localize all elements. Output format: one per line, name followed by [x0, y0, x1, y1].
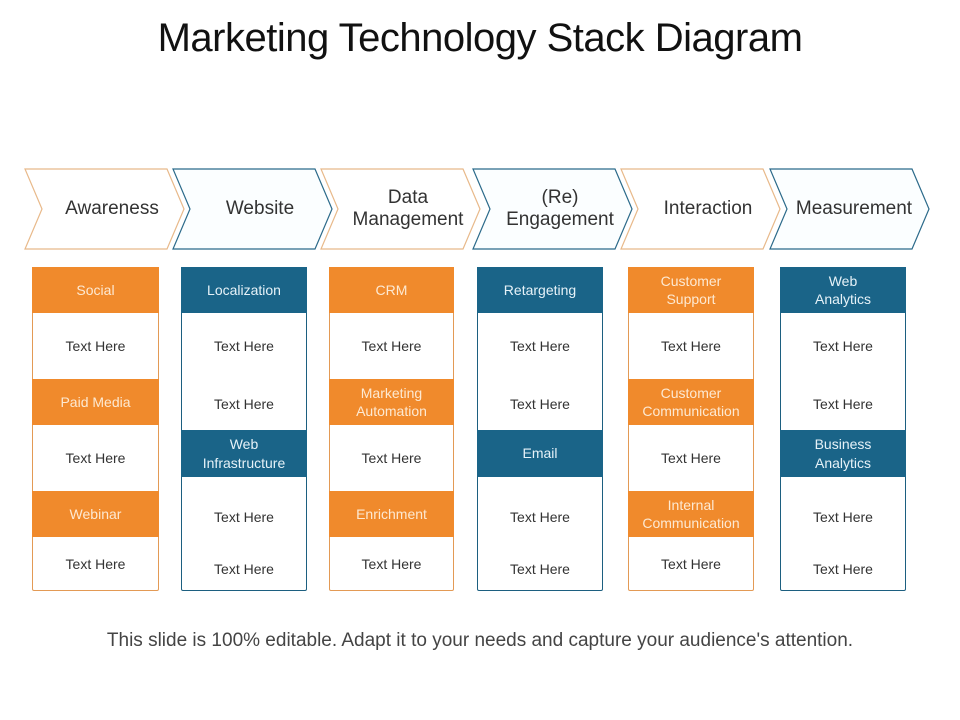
category-header: Business Analytics — [780, 430, 906, 477]
text-placeholder: Text Here — [65, 449, 126, 466]
stage-chevron-re-engagement: (Re) Engagement — [472, 168, 634, 250]
category-header: Retargeting — [477, 267, 603, 313]
text-placeholder: Text Here — [510, 560, 570, 577]
stage-chevron-awareness: Awareness — [24, 168, 186, 250]
footer-caption: This slide is 100% editable. Adapt it to… — [106, 630, 854, 651]
stack-column-interaction: Customer Support Text Here Customer Comm… — [628, 267, 754, 591]
stage-label: Data Management — [352, 186, 464, 230]
category-header: Social — [32, 267, 159, 313]
text-placeholder: Text Here — [813, 337, 873, 354]
text-placeholder: Text Here — [214, 337, 274, 354]
stage-chevron-website: Website — [172, 168, 334, 250]
chevron-shape-icon — [320, 168, 481, 250]
chevron-shape-icon — [172, 168, 333, 250]
text-placeholder: Text Here — [214, 508, 274, 525]
stage-label: Interaction — [663, 197, 753, 219]
stage-chevron-measurement: Measurement — [769, 168, 931, 250]
category-header: Webinar — [32, 491, 159, 537]
category-header: Internal Communication — [628, 491, 754, 537]
text-placeholder: Text Here — [65, 555, 126, 572]
text-placeholder: Text Here — [510, 508, 570, 525]
category-header: CRM — [329, 267, 454, 313]
category-header: Paid Media — [32, 379, 159, 425]
text-placeholder: Text Here — [65, 337, 126, 354]
chevron-shape-icon — [620, 168, 781, 250]
text-placeholder: Text Here — [661, 337, 721, 354]
stage-chevron-interaction: Interaction — [620, 168, 782, 250]
text-placeholder: Text Here — [510, 395, 570, 412]
text-placeholder: Text Here — [813, 560, 873, 577]
category-header: Web Infrastructure — [181, 430, 307, 477]
text-placeholder: Text Here — [813, 508, 873, 525]
category-header: Customer Support — [628, 267, 754, 313]
category-header: Marketing Automation — [329, 379, 454, 425]
text-placeholder: Text Here — [661, 449, 721, 466]
text-placeholder: Text Here — [510, 337, 570, 354]
text-placeholder: Text Here — [214, 560, 274, 577]
stack-column-measurement: Web Analytics Text Here Text Here Busine… — [780, 267, 906, 591]
stage-chevron-data-management: Data Management — [320, 168, 482, 250]
slide-title: Marketing Technology Stack Diagram — [157, 16, 803, 60]
stack-column-re-engagement: Retargeting Text Here Text Here Email Te… — [477, 267, 603, 591]
stage-label: Measurement — [795, 197, 913, 219]
stack-column-website: Localization Text Here Text Here Web Inf… — [181, 267, 307, 591]
text-placeholder: Text Here — [361, 555, 422, 572]
text-placeholder: Text Here — [361, 449, 422, 466]
category-header: Customer Communication — [628, 379, 754, 425]
category-header: Localization — [181, 267, 307, 313]
text-placeholder: Text Here — [813, 395, 873, 412]
category-header: Email — [477, 430, 603, 477]
stack-column-data-management: CRM Text Here Marketing Automation Text … — [329, 267, 454, 591]
category-header: Web Analytics — [780, 267, 906, 313]
chevron-shape-icon — [24, 168, 185, 250]
text-placeholder: Text Here — [214, 395, 274, 412]
stage-label: (Re) Engagement — [506, 186, 614, 230]
stack-column-awareness: Social Text Here Paid Media Text Here We… — [32, 267, 159, 591]
text-placeholder: Text Here — [661, 555, 721, 572]
stage-label: Website — [225, 197, 295, 219]
chevron-shape-icon — [472, 168, 633, 250]
category-header: Enrichment — [329, 491, 454, 537]
chevron-shape-icon — [769, 168, 930, 250]
text-placeholder: Text Here — [361, 337, 422, 354]
stage-label: Awareness — [65, 197, 159, 219]
